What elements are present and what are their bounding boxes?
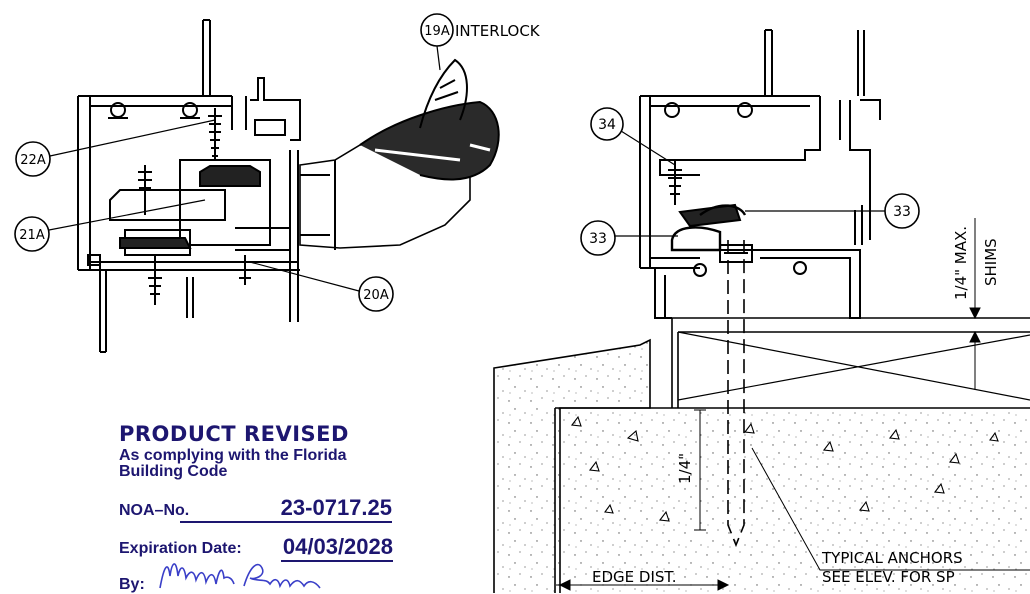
callout-33-right: 33	[893, 204, 911, 220]
by-label: By:	[119, 576, 145, 593]
callouts-left: 19A INTERLOCK 22A 21A 20A	[14, 13, 541, 312]
callout-21a: 21A	[19, 228, 45, 243]
interlock-label: INTERLOCK	[455, 22, 541, 40]
anchor-section	[493, 29, 1030, 593]
callout-20a: 20A	[363, 288, 389, 303]
callout-19a: 19A	[424, 24, 450, 39]
expiration-date: 04/03/2028	[281, 535, 393, 562]
callouts-right: 34 33 33 1/4" MAX. SHIMS 1/4" EDGE DIST.…	[580, 107, 1000, 586]
dim-max-label: 1/4" MAX.	[952, 226, 970, 300]
expiration-label: Expiration Date:	[119, 540, 242, 557]
noa-number: 23-0717.25	[180, 496, 392, 523]
shims-label: SHIMS	[982, 238, 1000, 286]
callout-33-left: 33	[589, 231, 607, 247]
callout-34: 34	[598, 117, 616, 133]
approval-stamp: PRODUCT REVISED As complying with the Fl…	[108, 420, 468, 593]
embed-dim-label: 1/4"	[676, 453, 694, 484]
signature	[159, 563, 321, 589]
anchors-note-2: SEE ELEV. FOR SP	[822, 568, 955, 586]
anchors-note-1: TYPICAL ANCHORS	[821, 549, 963, 567]
interlock-section	[77, 19, 500, 353]
noa-label: NOA–No.	[119, 502, 190, 519]
stamp-line-2: Building Code	[119, 463, 228, 480]
stamp-title: PRODUCT REVISED	[119, 422, 349, 446]
callout-22a: 22A	[20, 153, 46, 168]
edge-dist-label: EDGE DIST.	[592, 568, 677, 586]
stamp-line-1: As complying with the Florida	[119, 447, 347, 464]
